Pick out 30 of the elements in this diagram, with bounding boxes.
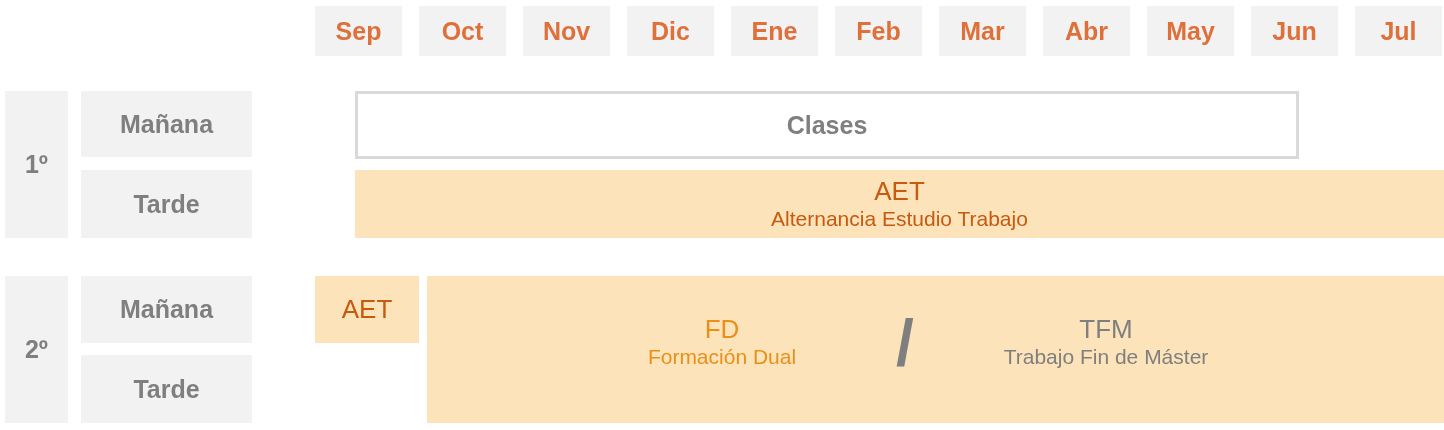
shift-label: Tarde (133, 189, 200, 219)
month-label: Sep (335, 16, 382, 46)
activity-acronym: FD (704, 315, 740, 346)
month-label: Abr (1064, 16, 1109, 46)
month-label: Dic (651, 16, 690, 46)
year-label: 2º (24, 335, 48, 364)
month-label: Feb (856, 16, 901, 46)
activity-acronym: AET (874, 177, 925, 207)
month-label: Jul (1380, 16, 1417, 46)
month-label: Jun (1272, 16, 1317, 46)
activity-name: Trabajo Fin de Máster (1003, 345, 1209, 370)
activity-bar (355, 170, 1444, 238)
month-label: Mar (960, 16, 1005, 46)
activity-name: Alternancia Estudio Trabajo (771, 206, 1028, 231)
activity-bar (427, 276, 1444, 423)
separator-slash: / (896, 310, 914, 375)
shift-label: Tarde (133, 374, 200, 404)
activity-bar (315, 276, 419, 343)
activity-acronym: TFM (1079, 315, 1133, 346)
year-label: 1º (24, 150, 48, 179)
shift-label: Mañana (119, 295, 214, 324)
month-label: Oct (441, 16, 484, 46)
month-label: Nov (542, 16, 591, 46)
bar-label: Clases (786, 110, 868, 140)
month-label: Ene (751, 16, 798, 46)
shift-label: Mañana (119, 109, 214, 139)
schedule-bar (355, 91, 1299, 159)
activity-name: Formación Dual (647, 345, 797, 370)
activity-acronym: AET (341, 294, 393, 325)
month-label: May (1166, 16, 1215, 46)
